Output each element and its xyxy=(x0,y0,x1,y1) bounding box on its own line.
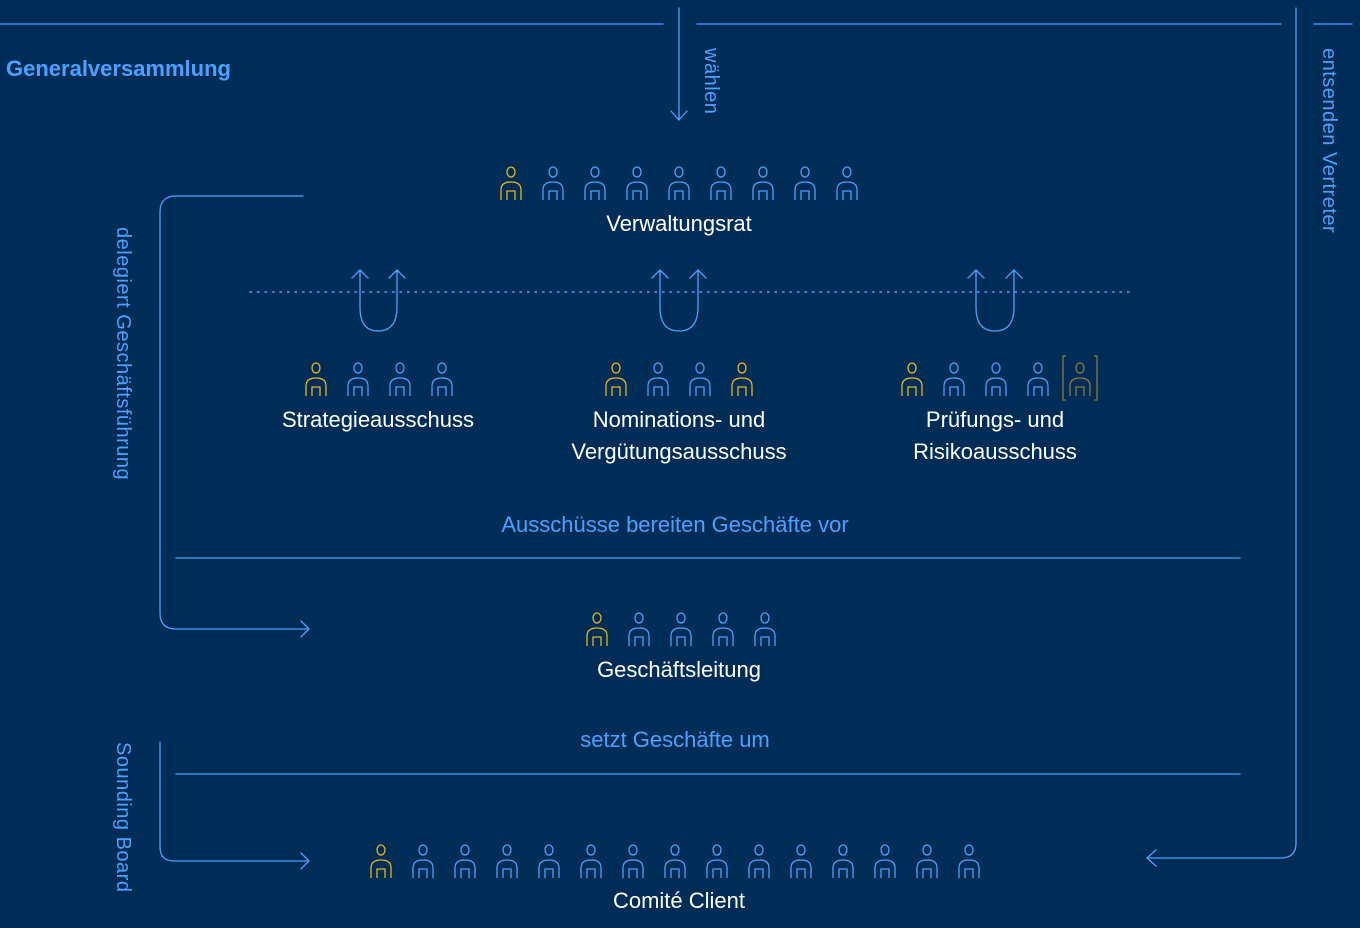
board-member-icon xyxy=(500,166,522,200)
client-member-icon xyxy=(916,844,938,878)
send-arrow xyxy=(1146,7,1297,867)
audit-member-icon xyxy=(943,362,965,396)
board-member-icon xyxy=(542,166,564,200)
client-member-icon xyxy=(664,844,686,878)
audit-label-2: Risikoausschuss xyxy=(913,439,1077,464)
client-member-icon xyxy=(412,844,434,878)
u-arrow-strategy xyxy=(351,269,406,332)
client-member-icon xyxy=(370,844,392,878)
board-member-icon xyxy=(584,166,606,200)
strategy-member-icon xyxy=(347,362,369,396)
client-member-icon xyxy=(790,844,812,878)
client-member-icon xyxy=(538,844,560,878)
nomination-member-icon xyxy=(731,362,753,396)
board-member-icon xyxy=(626,166,648,200)
management-member-icon xyxy=(670,612,692,646)
management-member-icon xyxy=(586,612,608,646)
client-member-icon xyxy=(748,844,770,878)
elect-arrow xyxy=(670,7,688,121)
client-member-icon xyxy=(622,844,644,878)
sounding-label: Sounding Board xyxy=(112,742,134,893)
client-member-icon xyxy=(874,844,896,878)
people-icons xyxy=(305,166,1098,878)
delegate-label: delegiert Geschäftsführung xyxy=(112,227,134,481)
management-member-icon xyxy=(712,612,734,646)
audit-member-open-icon xyxy=(1062,355,1098,401)
client-member-icon xyxy=(832,844,854,878)
management-member-icon xyxy=(628,612,650,646)
nomination-member-icon xyxy=(647,362,669,396)
strategy-member-icon xyxy=(431,362,453,396)
client-member-icon xyxy=(958,844,980,878)
board-member-icon xyxy=(710,166,732,200)
nomination-member-icon xyxy=(605,362,627,396)
strategy-member-icon xyxy=(389,362,411,396)
strategy-member-icon xyxy=(305,362,327,396)
u-arrow-nomination xyxy=(651,269,707,332)
management-member-icon xyxy=(754,612,776,646)
client-member-icon xyxy=(580,844,602,878)
nomination-member-icon xyxy=(689,362,711,396)
committees-note: Ausschüsse bereiten Geschäfte vor xyxy=(501,512,849,537)
nomination-label-1: Nominations- und xyxy=(592,407,766,432)
client-member-icon xyxy=(706,844,728,878)
audit-label-1: Prüfungs- und xyxy=(925,407,1065,432)
page-title: Generalversammlung xyxy=(6,56,231,81)
management-note: setzt Geschäfte um xyxy=(580,727,770,752)
board-member-icon xyxy=(668,166,690,200)
send-label: entsenden Vertreter xyxy=(1318,48,1340,234)
elect-label: wählen xyxy=(700,48,722,115)
client-label: Comité Client xyxy=(612,888,746,913)
delegate-arrow xyxy=(159,195,310,638)
audit-member-icon xyxy=(1027,362,1049,396)
nomination-label-2: Vergütungsausschuss xyxy=(571,439,787,464)
u-arrow-audit xyxy=(967,269,1023,332)
client-member-icon xyxy=(454,844,476,878)
management-label: Geschäftsleitung xyxy=(597,657,761,682)
client-member-icon xyxy=(496,844,518,878)
audit-member-icon xyxy=(985,362,1007,396)
board-member-icon xyxy=(794,166,816,200)
sounding-arrow xyxy=(159,741,310,870)
board-member-icon xyxy=(836,166,858,200)
board-label: Verwaltungsrat xyxy=(606,211,752,236)
audit-member-icon xyxy=(901,362,923,396)
board-member-icon xyxy=(752,166,774,200)
strategy-label: Strategieausschuss xyxy=(282,407,474,432)
